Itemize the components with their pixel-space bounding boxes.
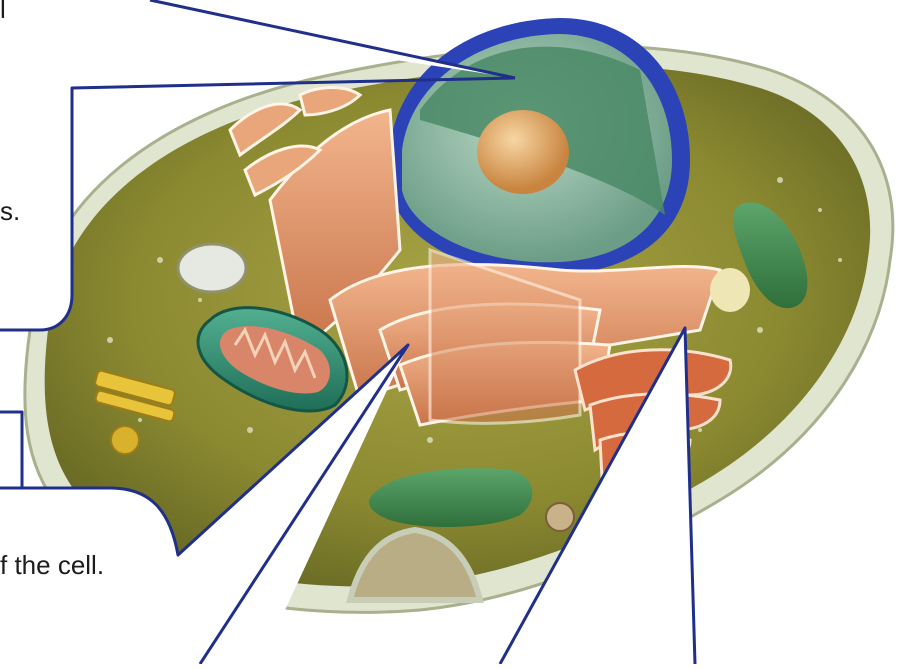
nucleolus: [477, 110, 569, 194]
callout-text-upper-left: s.: [0, 196, 20, 227]
callout-text-bottom-left: f the cell.: [0, 550, 104, 581]
vesicle-2: [710, 268, 750, 312]
callout-text-top: l: [0, 0, 6, 25]
vesicle: [178, 244, 246, 292]
peroxisome: [546, 503, 574, 531]
